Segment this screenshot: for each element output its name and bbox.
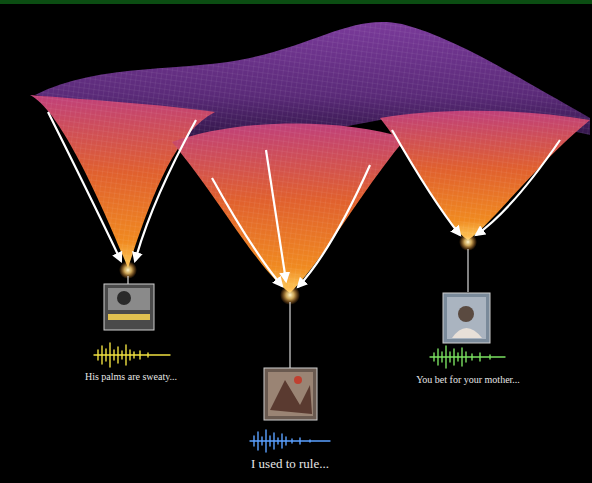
lyric-caption: His palms are sweaty... [85, 371, 177, 382]
lyric-caption: I used to rule... [251, 456, 329, 472]
top-bar [0, 0, 592, 4]
stems [128, 249, 468, 368]
descent-arrows [48, 112, 560, 287]
waveforms [94, 343, 505, 452]
minima [119, 233, 477, 305]
landscape-surface [30, 22, 590, 293]
lyric-caption: You bet for your mother... [416, 374, 520, 385]
album-covers [104, 284, 490, 420]
